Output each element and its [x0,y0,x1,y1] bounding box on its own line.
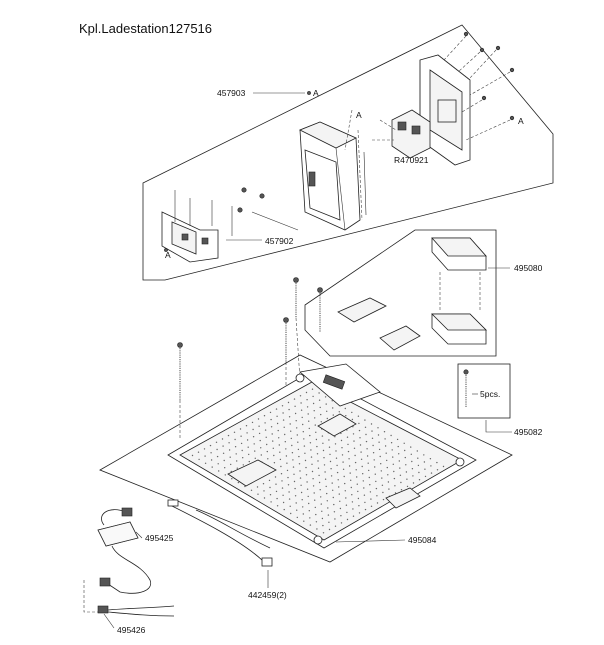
leader-495426 [103,613,115,629]
label-495426: 495426 [117,625,146,635]
power-cable [167,499,273,588]
adapter-cable [83,580,175,629]
label-5pcs: 5pcs. [480,389,500,399]
label-457902: 457902 [265,236,294,246]
label-495084: 495084 [408,535,437,545]
handle-group-frame [304,229,497,357]
label-r470921: R470921 [394,155,429,165]
label-a-3: A [356,110,362,120]
label-457903: 457903 [217,88,246,98]
leader-495082 [485,420,512,433]
label-a-2: A [518,116,524,126]
contact-bracket [161,187,299,263]
label-495080: 495080 [514,263,543,273]
peg [463,369,478,408]
label-495425: 495425 [145,533,174,543]
peg-box [457,363,511,419]
housing-group-frame [142,24,554,281]
screw-a1 [307,91,311,95]
pcb-board [372,109,431,159]
back-plate [419,54,471,166]
base-plate [99,354,513,563]
power-supply-unit [97,507,152,594]
handle-parts [337,237,510,351]
label-a-4: A [165,250,171,260]
diagram-title: Kpl.Ladestation127516 [79,21,213,36]
label-495082: 495082 [514,427,543,437]
label-442459: 442459(2) [248,590,287,600]
front-housing [299,109,367,231]
label-a-1: A [313,88,319,98]
long-screws [177,277,323,440]
leader-495425 [135,531,143,539]
back-plate-screws [443,31,515,141]
leader-495084 [335,539,406,543]
